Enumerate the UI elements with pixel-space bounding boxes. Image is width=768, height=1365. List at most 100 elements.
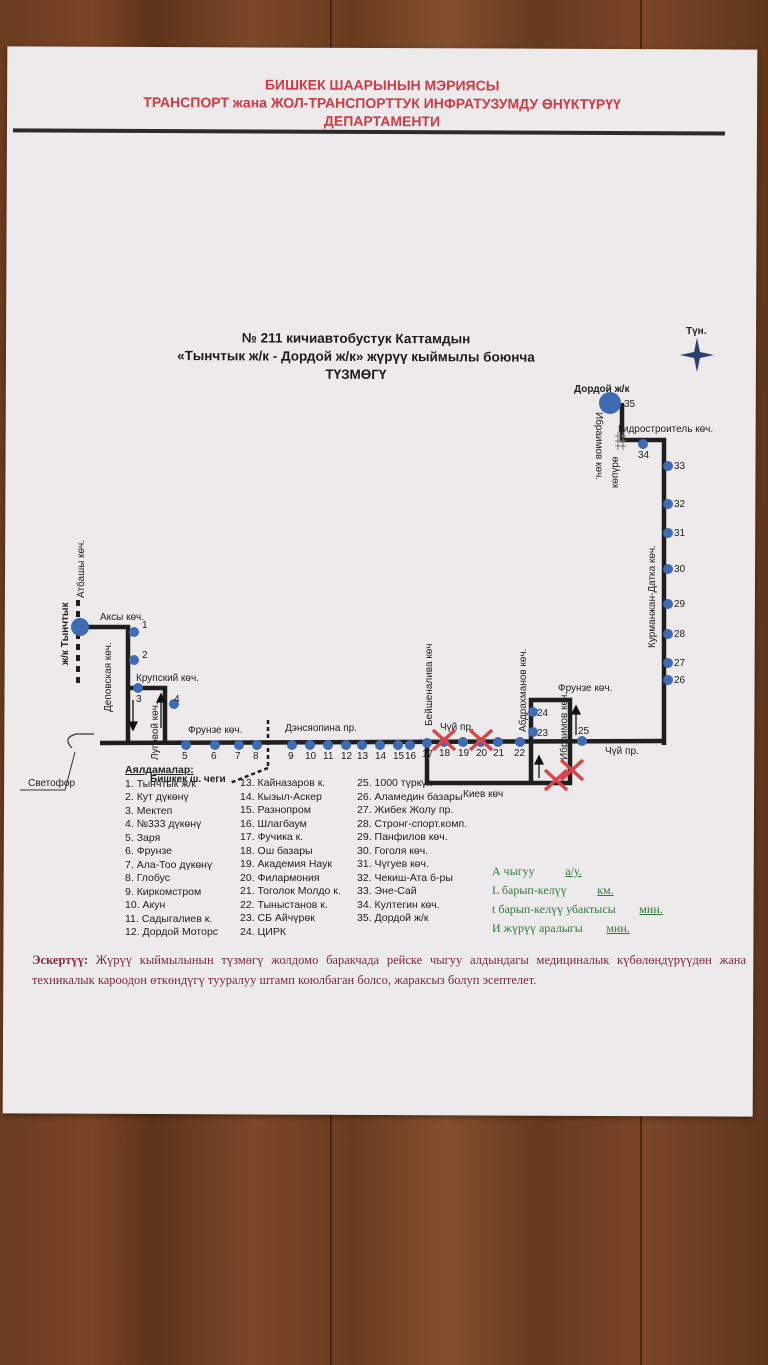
- legend-item: 4. №333 дүкөнү: [125, 818, 202, 830]
- stop-number: 15: [393, 751, 405, 762]
- street-label: Абдрахманов көч.: [517, 649, 529, 732]
- note: Эскертүү: Жүрүү кыймылынын түзмөгү жолдо…: [32, 950, 746, 990]
- stop-marker: [422, 738, 432, 748]
- stop-number: 30: [674, 564, 686, 575]
- stop-marker: [133, 683, 143, 693]
- legend-name: Гоголя көч.: [374, 844, 429, 857]
- cancelled-markers: [431, 728, 585, 792]
- legend-item: 3. Мектеп: [125, 804, 173, 817]
- legend-name: Акун: [142, 899, 166, 911]
- legend-name: Тоголок Молдо к.: [257, 885, 341, 897]
- legend-name: Филармония: [257, 871, 320, 884]
- stop-marker: [663, 675, 673, 685]
- legend-item: 25. 1000 түркүн: [357, 777, 433, 789]
- legend-num: 19: [240, 858, 252, 870]
- legend-name: Тынчтык ж/к: [136, 777, 196, 790]
- street-label: Бишкек ш. чеги: [150, 774, 226, 785]
- stop-marker: [663, 499, 673, 509]
- traffic-light-label: Светофор: [28, 777, 75, 789]
- legend-num: 18: [240, 844, 252, 857]
- legend-name: Академия Наук: [257, 858, 333, 870]
- legend-name: Жибек Жолу пр.: [374, 804, 454, 816]
- legend-name: Кайназаров к.: [257, 777, 326, 789]
- legend-item: 7. Ала-Тоо дүкөнү: [125, 858, 213, 871]
- stop-number: 10: [305, 751, 317, 762]
- legend-num: 30: [357, 844, 369, 857]
- legend-item: 2. Кут дүкөнү: [125, 791, 189, 803]
- legend-name: ЦИРК: [257, 925, 286, 938]
- stop-marker: [169, 699, 179, 709]
- street-label: Крупский көч.: [136, 673, 199, 684]
- note-label: Эскертүү:: [32, 953, 89, 967]
- stop-number: 1: [142, 620, 148, 631]
- stop-marker: [129, 655, 139, 665]
- legend-num: 34: [357, 898, 369, 911]
- legend-num: 8: [125, 872, 131, 884]
- stop-number: 16: [405, 751, 417, 762]
- route-depovskaya: [80, 624, 131, 743]
- arrow-up-icon: [155, 692, 167, 703]
- cancel-x-icon: [559, 758, 585, 782]
- form-value-field[interactable]: мин.: [639, 902, 663, 916]
- stop-marker: [129, 627, 139, 637]
- stop-marker: [305, 740, 315, 750]
- legend-name: Аламедин базары: [374, 790, 463, 803]
- cancel-x-icon: [431, 728, 457, 752]
- legend-item: 6. Фрунзе: [125, 845, 172, 857]
- legend-name: Киркомстром: [136, 885, 202, 898]
- legend-name: Стронг-спорт.комп.: [374, 817, 468, 830]
- street-label: Атбашы көч.: [75, 540, 87, 598]
- traffic-light-leader: [20, 751, 76, 791]
- legend-item: 29. Панфилов көч.: [357, 831, 448, 843]
- legend-num: 14: [240, 790, 252, 803]
- stop-number: 28: [674, 629, 686, 640]
- street-label: Фрунзе көч.: [558, 683, 612, 694]
- legend-num: 6: [125, 845, 131, 857]
- stop-marker: [528, 707, 538, 717]
- legend-num: 32: [357, 871, 369, 884]
- legend-item: 22. Тыныстанов к.: [240, 898, 328, 911]
- legend-num: 35: [357, 912, 369, 924]
- arrow-up-icon: [533, 754, 545, 765]
- legend-name: Кызыл-Аскер: [257, 790, 322, 803]
- legend-item: 23. СБ Айчүрөк: [240, 912, 315, 924]
- note-text: Жүрүү кыймылынын түзмөгү жолдомо баракча…: [32, 953, 746, 987]
- legend-item: 21. Тоголок Молдо к.: [240, 885, 341, 897]
- stop-marker: [357, 740, 367, 750]
- legend-num: 28: [357, 817, 369, 830]
- stop-marker: [663, 658, 673, 668]
- legend-item: 16. Шлагбаум: [240, 817, 307, 830]
- stop-number: 26: [674, 675, 686, 686]
- legend-item: 31. Чүгуев көч.: [357, 858, 429, 870]
- legend-item: 15. Разнопром: [240, 804, 311, 816]
- cancel-x-icon: [468, 728, 494, 752]
- legend-item: 13. Кайназаров к.: [240, 777, 326, 789]
- stop-marker: [663, 528, 673, 538]
- legend-num: 7: [125, 858, 131, 871]
- form-value-field[interactable]: км.: [597, 883, 614, 897]
- legend-num: 5: [125, 831, 131, 844]
- stop-number: 32: [674, 499, 686, 510]
- legend-num: 31: [357, 858, 369, 870]
- legend-num: 11: [125, 912, 136, 925]
- cancel-x-icon: [543, 768, 569, 792]
- compass-label: Түн.: [686, 326, 707, 337]
- legend-num: 2: [125, 791, 131, 803]
- legend-num: 3: [125, 804, 131, 817]
- legend-num: 26: [357, 790, 369, 803]
- legend-name: Панфилов көч.: [374, 831, 448, 843]
- stop-number: 33: [674, 461, 686, 472]
- form-label: А чыгуу: [492, 864, 535, 878]
- street-label: Киев көч: [463, 789, 503, 800]
- form-value-field[interactable]: мин.: [606, 921, 630, 935]
- stop-marker: [405, 740, 415, 750]
- stop-marker: [375, 740, 385, 750]
- legend-name: Чүгуев көч.: [374, 858, 429, 870]
- legend-num: 23: [240, 912, 252, 924]
- legend-name: СБ Айчүрөк: [257, 912, 315, 924]
- form-value-field[interactable]: а/у.: [565, 864, 582, 878]
- stop-marker: [515, 737, 525, 747]
